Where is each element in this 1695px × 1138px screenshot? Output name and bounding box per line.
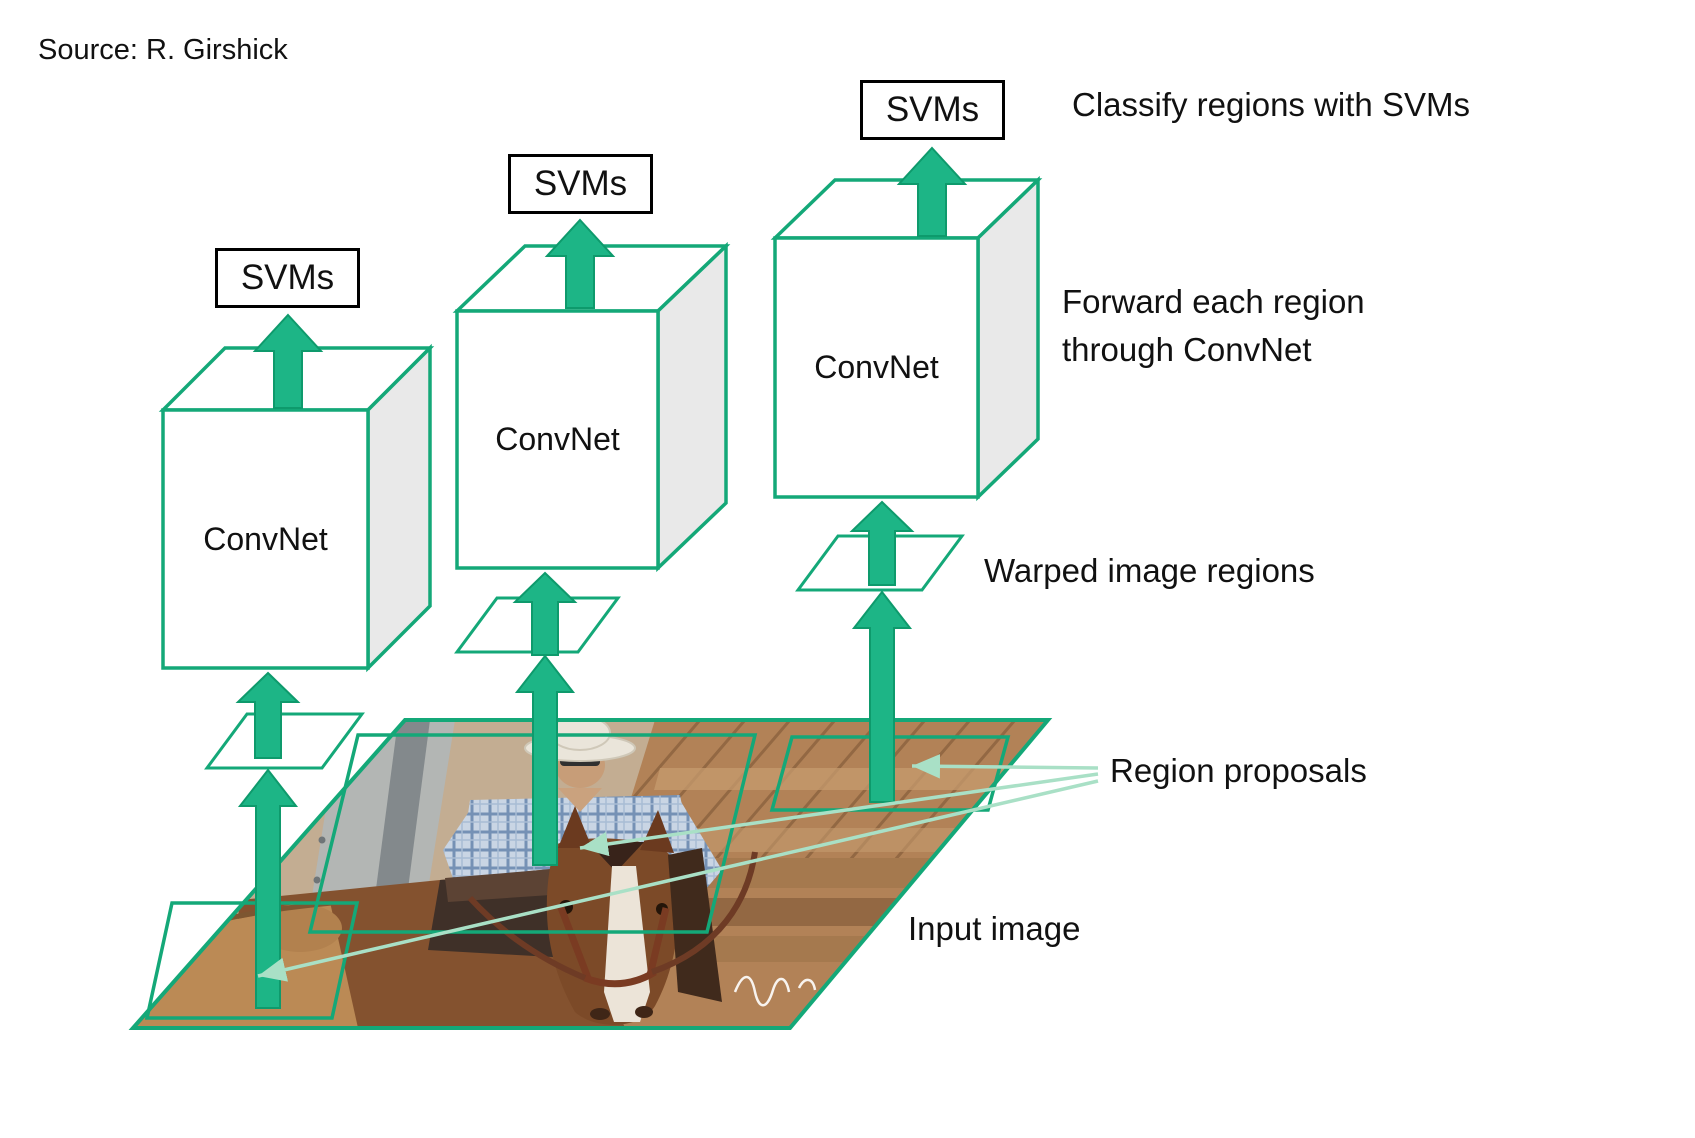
convnet-label-3: ConvNet <box>775 238 978 497</box>
up-arrow-small-3 <box>849 500 915 586</box>
up-arrow-large-2 <box>514 654 576 866</box>
up-arrow-top-2 <box>544 218 616 309</box>
annotation-region-proposals: Region proposals <box>1110 752 1367 789</box>
annotation-forward-line1: Forward each region <box>1062 283 1365 320</box>
source-credit: Source: R. Girshick <box>38 34 288 66</box>
warped-region-parallelogram-1 <box>204 712 365 770</box>
up-arrow-large-1 <box>237 768 299 1009</box>
input-image-border <box>128 718 1053 1030</box>
region-proposal-top-right <box>769 735 1011 812</box>
annotation-forward-line2: through ConvNet <box>1062 331 1312 368</box>
svms-label-3: SVMs <box>885 90 980 129</box>
photo-watermark-squiggle <box>733 975 817 1007</box>
svms-box-1: SVMs <box>215 248 360 308</box>
convnet-label-1: ConvNet <box>163 410 368 668</box>
convnet-text-3: ConvNet <box>814 349 939 385</box>
up-arrow-top-3 <box>896 146 968 237</box>
convnet-label-2: ConvNet <box>457 311 658 568</box>
svms-box-2: SVMs <box>508 154 653 214</box>
convnet-text-1: ConvNet <box>203 520 328 557</box>
up-arrow-small-2 <box>512 571 578 656</box>
pointer-arrow-3 <box>257 779 1099 982</box>
convnet-text-2: ConvNet <box>495 421 620 457</box>
annotation-input-image: Input image <box>908 910 1081 947</box>
pointer-arrow-2 <box>579 772 1099 857</box>
convnet-box-3 <box>770 175 1043 502</box>
up-arrow-top-1 <box>252 313 324 409</box>
region-proposal-center <box>307 733 758 934</box>
region-proposal-bottom-left <box>144 901 360 1020</box>
annotation-classify-regions: Classify regions with SVMs <box>1072 86 1470 123</box>
svms-label-2: SVMs <box>533 164 628 203</box>
svms-box-3: SVMs <box>860 80 1005 140</box>
pointer-arrow-1 <box>911 754 1099 779</box>
annotation-forward-region: Forward each region through ConvNet <box>1062 278 1365 374</box>
up-arrow-large-3 <box>851 590 913 803</box>
annotation-warped-regions: Warped image regions <box>984 552 1315 589</box>
up-arrow-small-1 <box>235 671 301 759</box>
convnet-box-1 <box>158 343 435 673</box>
svms-label-1: SVMs <box>240 258 335 297</box>
